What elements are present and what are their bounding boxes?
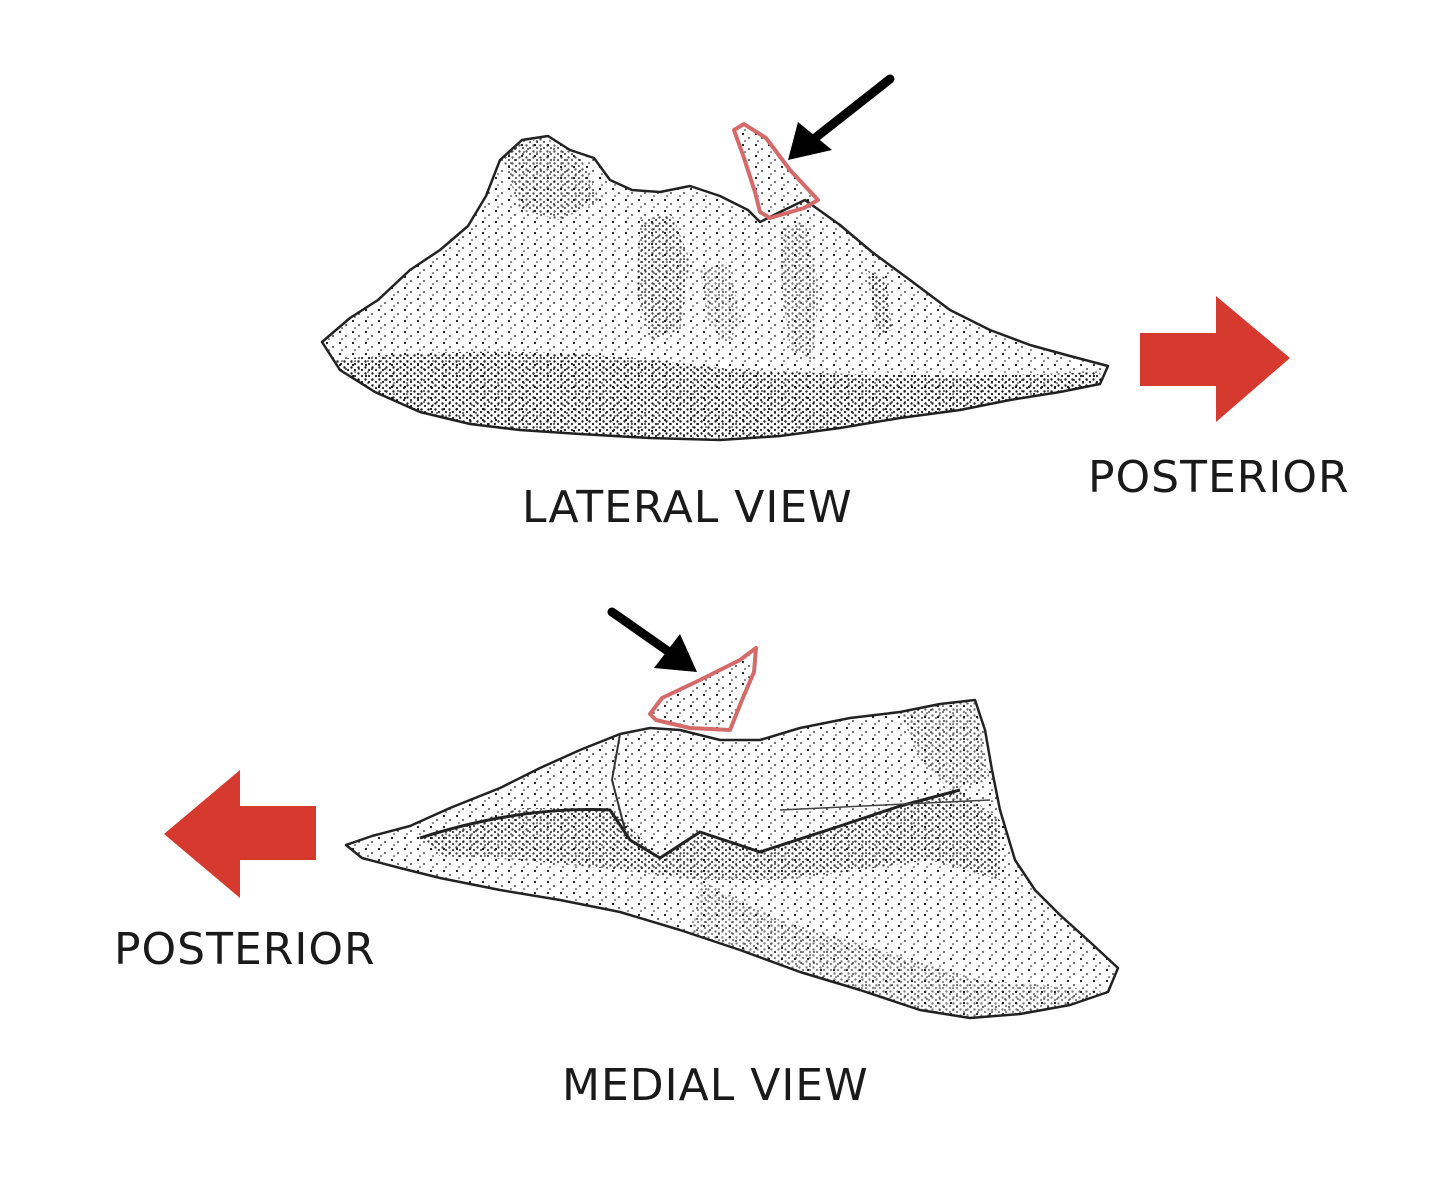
medial-highlighted-process-outline [648, 646, 758, 732]
posterior-direction-arrow-left [164, 770, 316, 898]
posterior-label-left: POSTERIOR [114, 924, 376, 975]
posterior-direction-arrow-right [1140, 296, 1290, 422]
medial-pointer-arrow [607, 607, 697, 672]
posterior-label-right: POSTERIOR [1088, 452, 1350, 503]
lateral-view-bone [320, 134, 1110, 442]
medial-view-caption: MEDIAL VIEW [562, 1060, 869, 1111]
medial-view-bone [344, 698, 1120, 1020]
lateral-pointer-arrow [788, 74, 895, 160]
lateral-view-caption: LATERAL VIEW [522, 482, 853, 533]
lateral-highlighted-process-outline [732, 122, 820, 220]
